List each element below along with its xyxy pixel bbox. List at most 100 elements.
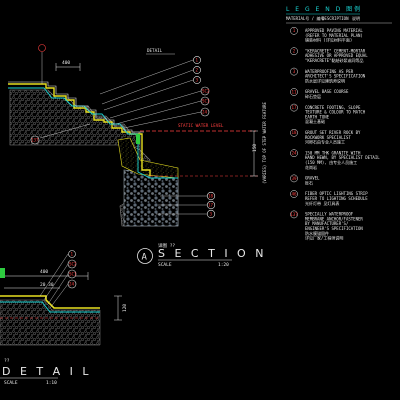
detail-gravel-body <box>0 299 101 346</box>
legend-item-text: "KERACRETE" CEMENT-MORTAR <box>305 48 366 53</box>
detail-dimension-right: 120 <box>114 295 128 321</box>
water-level-label: STATIC WATER LEVEL <box>178 123 224 128</box>
legend-item-text: 详见厂家/工程师说明 <box>305 235 343 241</box>
section-waterproof-cyan <box>8 87 178 179</box>
legend-item-marker <box>290 174 298 183</box>
legend-item-text: GROUT SET RIVER ROCK BY <box>305 130 361 135</box>
legend-item-number: 137 <box>290 212 298 217</box>
legend-item-marker <box>290 103 298 112</box>
legend-col-description: DESCRIPTION <box>322 16 349 21</box>
legend: L E G E N D 图例 MATERIAL号 / 编号 DESCRIPTIO… <box>286 5 392 241</box>
detail-dim-400: 400 <box>40 269 48 275</box>
section-scale-label: SCALE <box>158 262 172 268</box>
detail-callouts: 1 SC2 SC1 24 <box>39 250 77 309</box>
detail-drawing: 400 20 30 120 1 SC2 SC1 <box>0 250 128 386</box>
legend-item-number: 24 <box>292 151 298 156</box>
callout-3: 3 <box>196 78 199 83</box>
callout-2: 2 <box>196 68 199 73</box>
legend-title: L E G E N D 图例 <box>286 5 362 13</box>
legend-item-number: 11 <box>292 89 298 94</box>
legend-item-marker <box>290 210 298 219</box>
svg-text:DETAIL: DETAIL <box>147 48 163 53</box>
legend-item-text: 防水层详见建筑师说明 <box>305 77 345 83</box>
legend-item-text: 碎石垫层 <box>305 93 321 99</box>
detail-dim-sub: 20 30 <box>40 282 54 288</box>
legend-item-text: BY MANUFACTURER'S/ <box>305 221 349 226</box>
legend-item: 1 APPROVED PAVING MATERIAL(REFER TO MATER… <box>290 26 363 43</box>
legend-item-text: ARCHITECT'S SPECIFICATION <box>305 74 366 79</box>
legend-item-text: 河卵石由专业人员施工 <box>305 139 345 145</box>
legend-item-marker <box>290 149 298 158</box>
detail-scale-value: 1:10 <box>46 380 57 386</box>
legend-item-text: (150 MM), 由专业人员施工 <box>305 159 357 165</box>
legend-item-text: 花岗岩 <box>305 164 317 170</box>
detail-callout-24: 24 <box>69 282 75 287</box>
legend-item-text: APPROVED PAVING MATERIAL <box>305 28 363 33</box>
legend-item-marker <box>290 128 298 137</box>
legend-col-material: MATERIAL号 / 编号 <box>286 15 325 21</box>
legend-item-number: 1 <box>293 28 296 33</box>
legend-item-text: 砾石 <box>305 179 313 185</box>
detail-ref: ?? <box>4 358 10 364</box>
callout-17: 17 <box>208 203 214 208</box>
section-lighting-strip <box>136 134 140 144</box>
legend-item-number: 3 <box>293 69 296 74</box>
callout-137: 137 <box>31 138 39 143</box>
legend-item-text: (REFER TO MATERIAL PLAN) <box>305 33 363 38</box>
section-water-level: STATIC WATER LEVEL <box>140 123 260 177</box>
section-ref: 详图 ?? <box>158 242 175 249</box>
detail-callout-sc1: SC1 <box>69 272 77 277</box>
detail-callout-sc2: SC2 <box>69 262 77 267</box>
callout-18: 18 <box>208 194 214 199</box>
legend-item-marker <box>290 26 298 35</box>
legend-item-text: ENGINEER'S SPECIFICATION <box>305 226 363 231</box>
callout-sc1: SC1 <box>202 99 210 104</box>
detail-waterproof-cyan <box>0 301 100 313</box>
section-dimension-top: 400 <box>55 60 81 71</box>
section-marker: A <box>142 253 148 263</box>
detail-lighting-strip <box>0 268 5 278</box>
callout-sc2: SC2 <box>202 89 210 94</box>
legend-item-text: FIBER OPTIC LIGHTING STRIP <box>305 191 368 196</box>
section-vertical-note: (VARIES) TOP OF STEP WATER FEATURE <box>262 102 267 184</box>
section-dimension-right: 150 (VARIES) TOP OF STEP WATER FEATURE <box>250 102 267 184</box>
callout-24: 24 <box>202 110 208 115</box>
legend-items: 1 APPROVED PAVING MATERIAL(REFER TO MATER… <box>290 26 380 241</box>
legend-item-number: 17 <box>292 105 298 110</box>
legend-item-text: EARTH TONE <box>305 114 330 119</box>
detail-finish-yellow <box>0 295 100 309</box>
section-title-block: A 详图 ?? S E C T I O N SCALE 1:20 <box>137 242 266 268</box>
detail-dim-120: 120 <box>122 304 128 312</box>
section-marker-circle <box>137 248 153 264</box>
section-title: S E C T I O N <box>158 247 266 260</box>
legend-item-number: 46 <box>292 191 298 196</box>
legend-item-text: 混凝土基础 <box>305 118 325 124</box>
legend-col-description-cn: 说明 <box>352 15 360 21</box>
legend-item-text: 150 MM THK GRANITE WITH <box>305 150 361 155</box>
legend-item-text: 光纤灯带 见灯具表 <box>305 200 339 206</box>
legend-item-marker <box>290 47 298 56</box>
detail-callout-1: 1 <box>71 252 74 257</box>
legend-item-text: ROCKWORK SPECIALIST <box>305 135 351 140</box>
legend-item-number: 18 <box>292 130 298 135</box>
section-concrete-footing <box>117 137 179 179</box>
legend-item-marker <box>290 88 298 96</box>
section-dim-150: 150 <box>252 144 258 152</box>
legend-item-number: 2 <box>293 49 296 54</box>
detail-title-block: ?? D E T A I L SCALE 1:10 <box>0 358 89 386</box>
legend-item-text: WATERPROOFING AS PER <box>305 69 354 74</box>
legend-item-text: GRAVEL <box>305 176 320 181</box>
legend-item-text: GRAVEL BASE COURSE <box>305 89 349 94</box>
legend-item-text: 防水膜锚固件 <box>305 230 329 236</box>
callout-1: 1 <box>196 58 199 63</box>
legend-item-text: MEMBRANE ANCHOR/FASTENER <box>305 216 363 221</box>
